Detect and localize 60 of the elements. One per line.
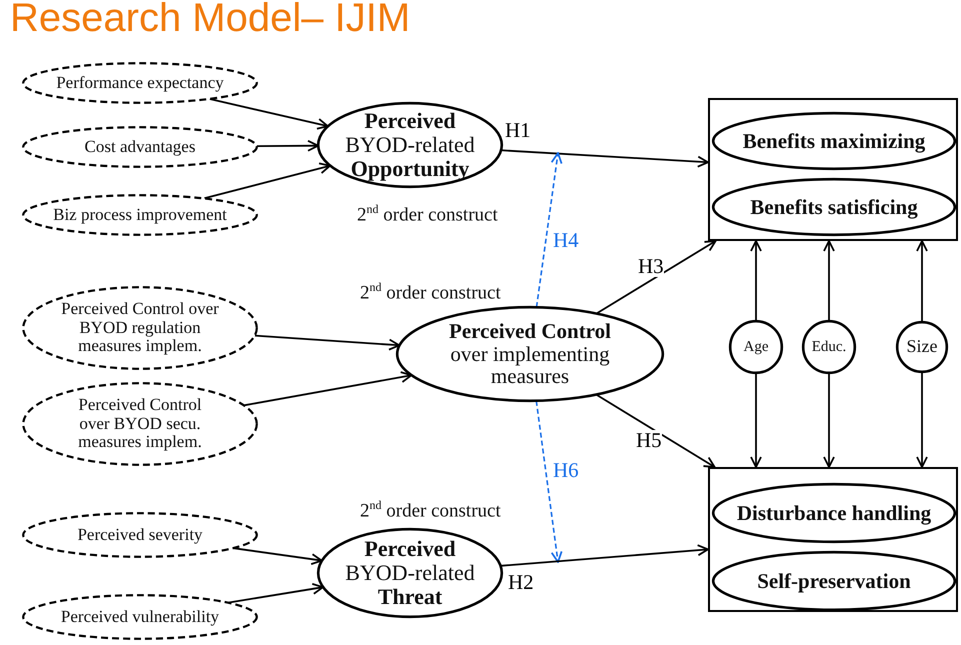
dashed-ellipse xyxy=(22,62,258,104)
node-label: Disturbance handling xyxy=(736,502,932,524)
arrow xyxy=(596,240,716,314)
dashed-ellipse xyxy=(22,594,258,640)
node-caption: 2$^{nd}$ order construct xyxy=(360,280,501,304)
node-label: Perceived BYOD-related Opportunity xyxy=(344,109,476,181)
dashed-ellipse xyxy=(22,512,258,558)
diagram-title: Research Model– IJIM xyxy=(10,0,410,41)
node-label: Educ. xyxy=(812,338,846,356)
arrow xyxy=(234,547,323,566)
arrow xyxy=(823,373,835,468)
construct-ellipse xyxy=(712,112,956,170)
arrow xyxy=(750,373,762,468)
construct-ellipse xyxy=(712,483,956,543)
node-label: Benefits maximizing xyxy=(742,130,926,152)
outcome-frame xyxy=(708,98,958,241)
construct-ellipse xyxy=(396,306,664,402)
arrow xyxy=(536,400,563,563)
node-label: Perceived Control over BYOD regulation measures implem. xyxy=(60,300,220,356)
arrow xyxy=(204,162,331,200)
node-label: Cost advantages xyxy=(84,138,196,156)
node-label: Perceived Control over implementing measures xyxy=(448,320,612,388)
arrow xyxy=(596,394,716,468)
node-label: Age xyxy=(744,338,768,356)
node-label: Self-preservation xyxy=(757,570,911,592)
construct-ellipse xyxy=(712,178,956,236)
node-label: Benefits satisficing xyxy=(750,196,918,218)
node-label: Perceived Control over BYOD secu. measures implem. xyxy=(77,396,203,452)
construct-ellipse xyxy=(317,102,503,188)
arrow xyxy=(210,98,329,130)
arrow xyxy=(916,372,928,468)
node-caption: 2$^{nd}$ order construct xyxy=(357,202,498,226)
construct-ellipse xyxy=(712,551,956,611)
node-label: Biz process improvement xyxy=(53,206,227,224)
control-circle xyxy=(896,321,948,373)
dashed-ellipse xyxy=(22,286,258,370)
arrow xyxy=(244,371,412,406)
outcome-frame xyxy=(708,467,958,612)
node-label: Performance expectancy xyxy=(56,74,224,92)
node-label: Size xyxy=(906,337,938,357)
arrow xyxy=(228,582,324,604)
construct-ellipse xyxy=(317,528,503,618)
arrow xyxy=(256,140,319,152)
arrow xyxy=(254,334,400,350)
dashed-ellipse xyxy=(22,382,258,466)
dashed-ellipse xyxy=(22,194,258,236)
node-label: Perceived vulnerability xyxy=(60,608,220,626)
arrow xyxy=(916,240,928,322)
node-caption: 2$^{nd}$ order construct xyxy=(360,498,501,522)
arrow xyxy=(536,152,562,308)
edge-label: H3 xyxy=(638,256,664,277)
control-circle xyxy=(802,320,856,374)
arrow xyxy=(750,240,762,321)
node-label: Perceived BYOD-related Threat xyxy=(344,537,476,609)
dashed-ellipse xyxy=(22,126,258,168)
node-label: Perceived severity xyxy=(77,526,203,544)
arrow xyxy=(500,544,709,567)
control-circle xyxy=(729,320,783,374)
arrow xyxy=(823,240,835,321)
arrow xyxy=(501,149,709,168)
